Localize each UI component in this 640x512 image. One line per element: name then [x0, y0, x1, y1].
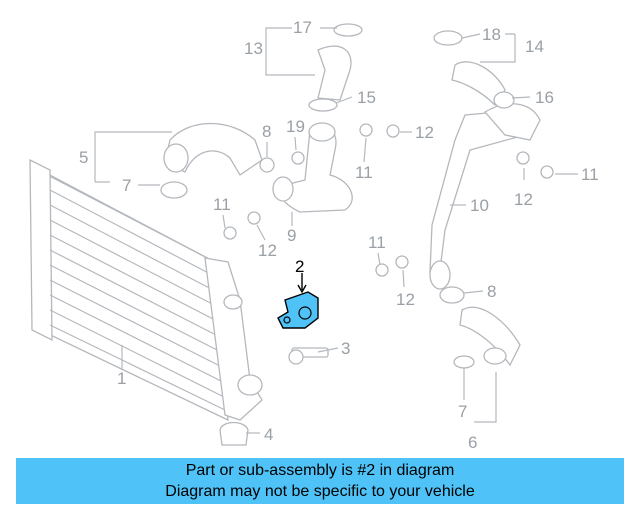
parts-diagram: 1 2 3 4 5 7 8 19 9 11 12 13 17 15 11 12 …	[29, 18, 599, 452]
intercooler-part	[29, 158, 263, 422]
bracket-part-2	[277, 291, 319, 329]
callout-10: 10	[470, 196, 489, 215]
hose-part-14	[433, 30, 515, 109]
callout-14: 14	[525, 37, 544, 56]
callout-2: 2	[295, 257, 304, 276]
callout-16: 16	[535, 88, 554, 107]
pipe-part-9	[272, 122, 353, 213]
callout-12a: 12	[258, 241, 277, 260]
callout-7a: 7	[122, 176, 131, 195]
callout-19: 19	[286, 117, 305, 136]
callout-5: 5	[79, 148, 88, 167]
pipe-part-10	[429, 103, 541, 290]
callout-13: 13	[244, 39, 263, 58]
callout-3: 3	[341, 339, 350, 358]
callout-1: 1	[117, 369, 126, 388]
callout-12b: 12	[415, 123, 434, 142]
callout-11d: 11	[368, 233, 386, 252]
callout-4: 4	[264, 425, 273, 444]
callout-15: 15	[357, 88, 376, 107]
callout-labels: 1 2 3 4 5 7 8 19 9 11 12 13 17 15 11 12 …	[79, 18, 599, 452]
charge-hose-part-5	[160, 122, 263, 199]
callout-17: 17	[293, 18, 312, 37]
callout-12d: 12	[396, 290, 415, 309]
fasteners	[219, 123, 554, 446]
callout-8a: 8	[262, 122, 271, 141]
banner-line-2: Diagram may not be specific to your vehi…	[165, 483, 475, 500]
callout-11a: 11	[213, 195, 231, 214]
callout-6: 6	[468, 433, 477, 452]
callout-9: 9	[287, 226, 296, 245]
hose-part-6	[439, 286, 521, 369]
callout-11b: 11	[355, 163, 373, 182]
info-banner: Part or sub-assembly is #2 in diagram Di…	[16, 458, 624, 504]
callout-11c: 11	[581, 165, 599, 184]
leader-lines	[94, 27, 578, 434]
callout-7b: 7	[458, 402, 467, 421]
callout-18: 18	[482, 25, 501, 44]
banner-line-1: Part or sub-assembly is #2 in diagram	[185, 462, 455, 479]
callout-12c: 12	[514, 190, 533, 209]
callout-8b: 8	[487, 282, 496, 301]
hose-part-13	[308, 23, 363, 112]
